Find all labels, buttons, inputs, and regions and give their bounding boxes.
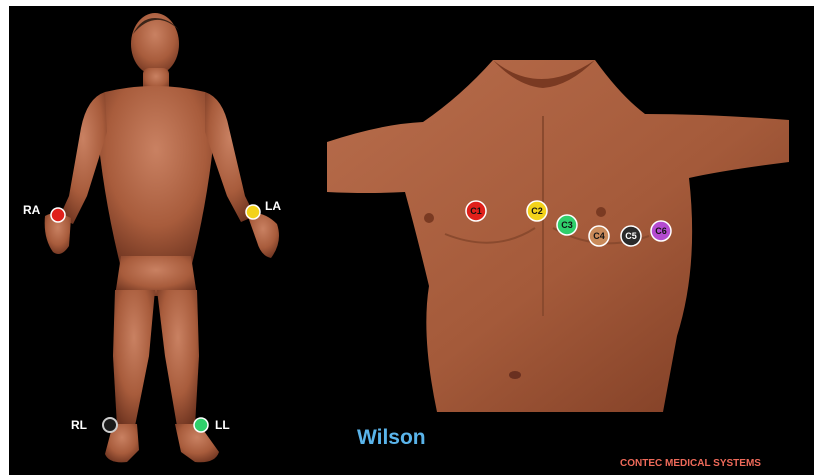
electrode-ra <box>51 208 65 222</box>
diagram-canvas: C1 C2 C3 C4 C5 C6 RA LA RL LL Wilson CON… <box>9 6 814 475</box>
label-la: LA <box>265 199 281 213</box>
electrode-c3-label: C3 <box>561 220 573 230</box>
electrode-c2-label: C2 <box>531 206 543 216</box>
label-ra: RA <box>23 203 40 217</box>
chest-closeup <box>327 60 789 412</box>
electrode-ll <box>194 418 208 432</box>
electrode-c1-label: C1 <box>470 206 482 216</box>
electrode-rl <box>103 418 117 432</box>
electrode-c5-label: C5 <box>625 231 637 241</box>
electrode-c4-label: C4 <box>593 231 605 241</box>
lead-system-caption: Wilson <box>357 426 426 450</box>
brand-watermark: CONTEC MEDICAL SYSTEMS <box>620 458 761 469</box>
label-ll: LL <box>215 418 230 432</box>
electrode-c6-label: C6 <box>655 226 667 236</box>
full-body-figure <box>45 13 279 462</box>
label-rl: RL <box>71 418 87 432</box>
head-shape <box>131 13 179 75</box>
anatomy-illustration: C1 C2 C3 C4 C5 C6 <box>9 6 814 475</box>
electrode-la <box>246 205 260 219</box>
